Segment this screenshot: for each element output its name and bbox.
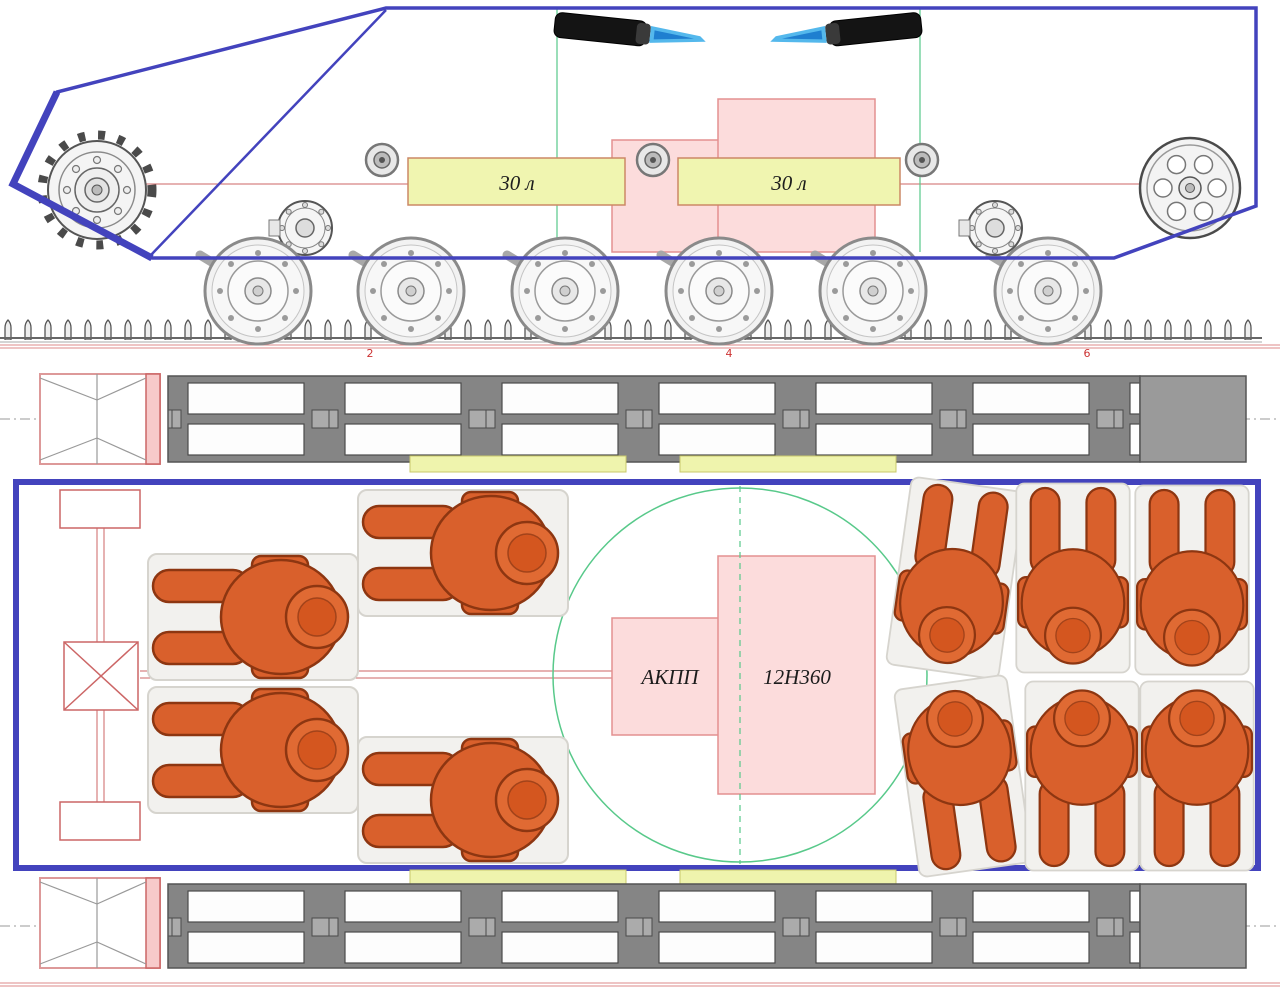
suspension-hub-rear xyxy=(958,200,1023,256)
return-roller-1 xyxy=(364,142,400,178)
crew-figure-7 xyxy=(1134,484,1250,676)
idler-plan-bottom xyxy=(39,877,161,969)
transmission-box: АКПП xyxy=(611,617,729,736)
engine-box: 12Н360 xyxy=(717,555,876,795)
track-plan-top xyxy=(0,373,1280,473)
track-run-bottom xyxy=(167,883,1141,969)
crew-figure-10 xyxy=(1139,680,1255,872)
skirt-strip-top-right xyxy=(679,455,897,473)
station-label-6: 6 xyxy=(1084,347,1091,360)
road-wheel-3 xyxy=(510,236,620,346)
crew-figure-4 xyxy=(356,735,570,865)
road-wheel-1 xyxy=(203,236,313,346)
final-drive-plan xyxy=(59,489,141,841)
crew-figure-9 xyxy=(1024,680,1140,872)
idler-plan-top xyxy=(39,373,161,465)
return-roller-2 xyxy=(635,142,671,178)
skirt-strip-top-left xyxy=(409,455,627,473)
station-label-4: 4 xyxy=(726,347,733,360)
exhaust-pipe-right xyxy=(768,11,924,54)
crew-figure-2 xyxy=(146,685,360,815)
fuel-tank-left: 30 л xyxy=(407,157,626,206)
track-plan-bottom xyxy=(0,869,1280,987)
engine-label: 12Н360 xyxy=(763,665,831,689)
exhaust-pipe-left xyxy=(552,11,708,54)
side-view: 30 л 30 л xyxy=(0,6,1280,360)
fuel-tank-left-label: 30 л xyxy=(498,171,534,195)
transmission-label: АКПП xyxy=(639,665,700,689)
station-label-2: 2 xyxy=(367,347,374,360)
track-run-top xyxy=(167,375,1141,463)
hull-plan-view: АКПП 12Н360 xyxy=(13,475,1261,879)
fuel-tank-right-label: 30 л xyxy=(770,171,806,195)
hull-outline xyxy=(8,6,1258,262)
crew-figure-6 xyxy=(1015,482,1131,674)
track-end-block-top xyxy=(1139,375,1247,463)
road-wheel-5 xyxy=(818,236,928,346)
crew-figure-1 xyxy=(146,552,360,682)
track-end-block-bottom xyxy=(1139,883,1247,969)
return-roller-3 xyxy=(904,142,940,178)
road-wheel-2 xyxy=(356,236,466,346)
road-wheel-6 xyxy=(993,236,1103,346)
road-wheel-4 xyxy=(664,236,774,346)
crew-figure-3 xyxy=(356,488,570,618)
fuel-tank-right: 30 л xyxy=(677,157,901,206)
idler-wheel xyxy=(1138,136,1242,240)
